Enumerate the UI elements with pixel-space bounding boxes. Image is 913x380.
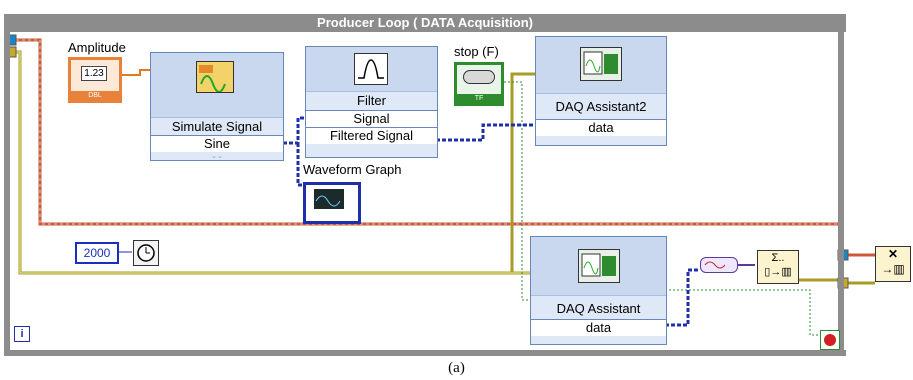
filter-input-terminal[interactable]: Signal — [306, 110, 437, 127]
error-wire-stripe — [10, 39, 840, 225]
release-queue-icon: ✕→▥ — [875, 246, 911, 282]
loop-title: Producer Loop ( DATA Acquisition) — [4, 14, 846, 32]
daq-assistant-title: DAQ Assistant — [556, 301, 641, 316]
figure-caption: (a) — [448, 360, 465, 376]
signal-generator-icon — [196, 61, 234, 93]
waveform-graph-indicator[interactable] — [303, 182, 361, 224]
expand-arrow-icon: ⌄⌄ — [211, 153, 223, 160]
daq-assistant-node[interactable]: DAQ Assistant data — [530, 236, 667, 345]
stop-label: stop (F) — [454, 44, 499, 59]
loop-border-bottom — [4, 350, 846, 356]
wait-ms-icon — [133, 240, 159, 266]
loop-border-right — [838, 14, 844, 356]
numeric-constant[interactable]: 2000 — [75, 242, 119, 264]
bandpass-filter-icon — [354, 53, 388, 85]
enqueue-element-icon: Σ..▯→▥ — [757, 250, 799, 284]
filter-node[interactable]: Filter Signal Filtered Signal — [305, 46, 438, 158]
convert-waveform-icon — [700, 257, 738, 273]
bool-wire — [500, 81, 825, 336]
amplitude-wire — [120, 69, 150, 76]
daq-assistant-terminal[interactable]: data — [531, 319, 666, 336]
filter-output-terminal[interactable]: Filtered Signal — [306, 127, 437, 144]
amplitude-type: DBL — [71, 91, 119, 100]
daq-assistant-icon — [578, 249, 620, 283]
loop-border-left — [4, 14, 10, 356]
amplitude-control[interactable]: 1.23 DBL — [68, 57, 122, 103]
iteration-terminal: i — [14, 326, 30, 342]
simulate-signal-node[interactable]: Simulate Signal Sine ⌄⌄ — [150, 52, 284, 161]
stop-button-icon — [463, 70, 495, 84]
data-wire — [283, 116, 700, 327]
filter-title: Filter — [357, 93, 386, 108]
amplitude-label: Amplitude — [68, 40, 126, 55]
stop-type: TF — [457, 94, 501, 103]
daq-assistant2-icon — [580, 47, 622, 81]
simulate-signal-terminal[interactable]: Sine — [151, 135, 283, 152]
loop-condition-stop-icon[interactable] — [820, 330, 840, 350]
daq-assistant2-terminal[interactable]: data — [536, 119, 666, 136]
daq-assistant2-node[interactable]: DAQ Assistant2 data — [535, 36, 667, 146]
amplitude-value: 1.23 — [81, 66, 107, 81]
waveform-graph-icon — [314, 189, 344, 209]
stop-control[interactable]: TF — [454, 62, 504, 106]
daq-assistant2-title: DAQ Assistant2 — [555, 99, 647, 114]
waveform-graph-label: Waveform Graph — [303, 162, 402, 177]
simulate-signal-title: Simulate Signal — [171, 119, 263, 134]
